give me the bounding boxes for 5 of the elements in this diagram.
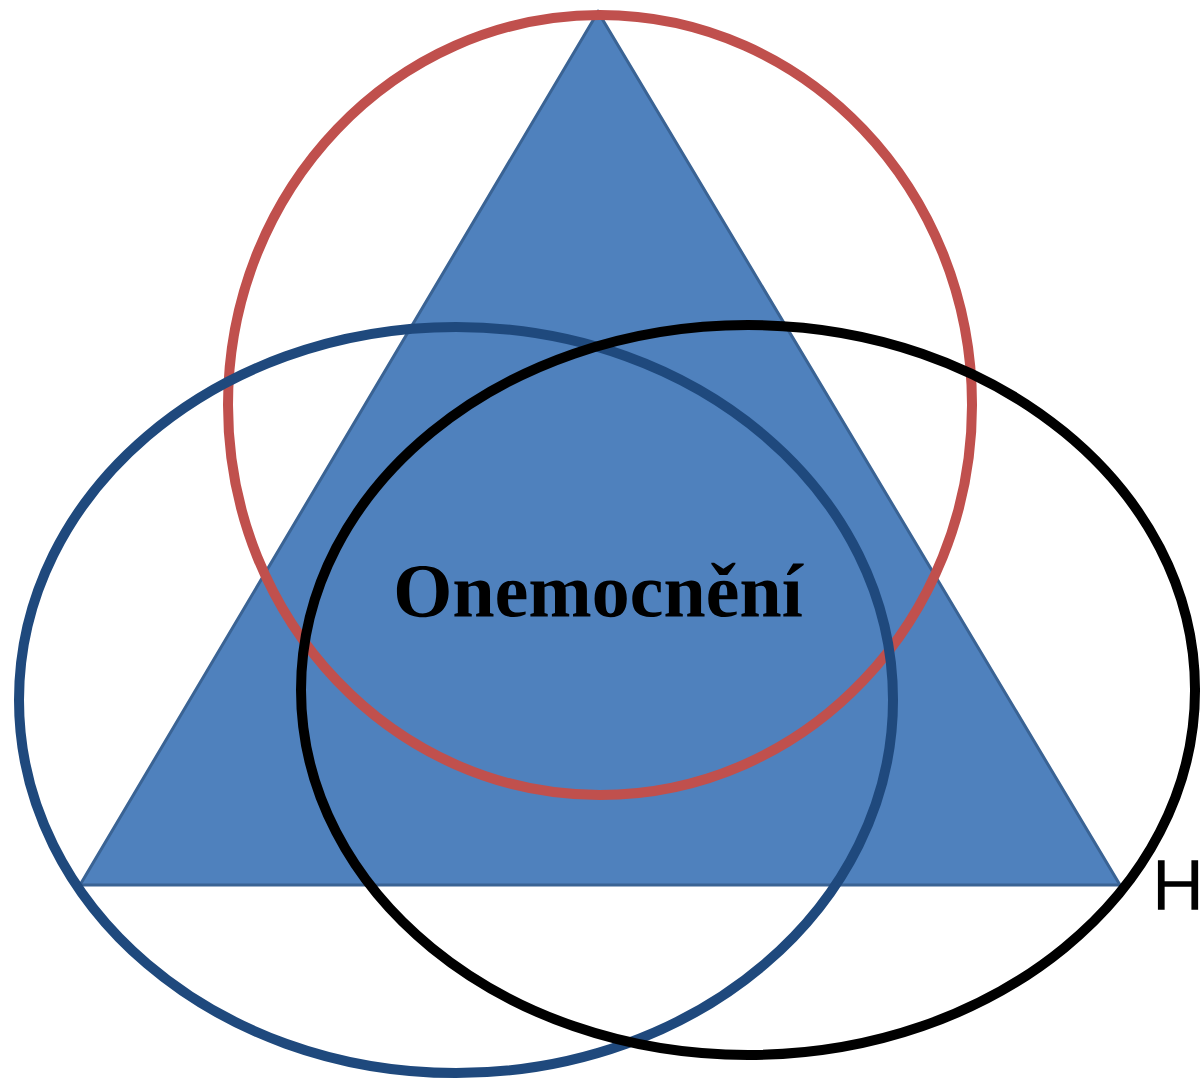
ring bbox=[14, 322, 898, 1078]
letter-label: H bbox=[1157, 860, 1199, 910]
center-label: Onemocnění bbox=[396, 562, 804, 618]
ring bbox=[296, 320, 1200, 1060]
ring bbox=[223, 10, 977, 800]
